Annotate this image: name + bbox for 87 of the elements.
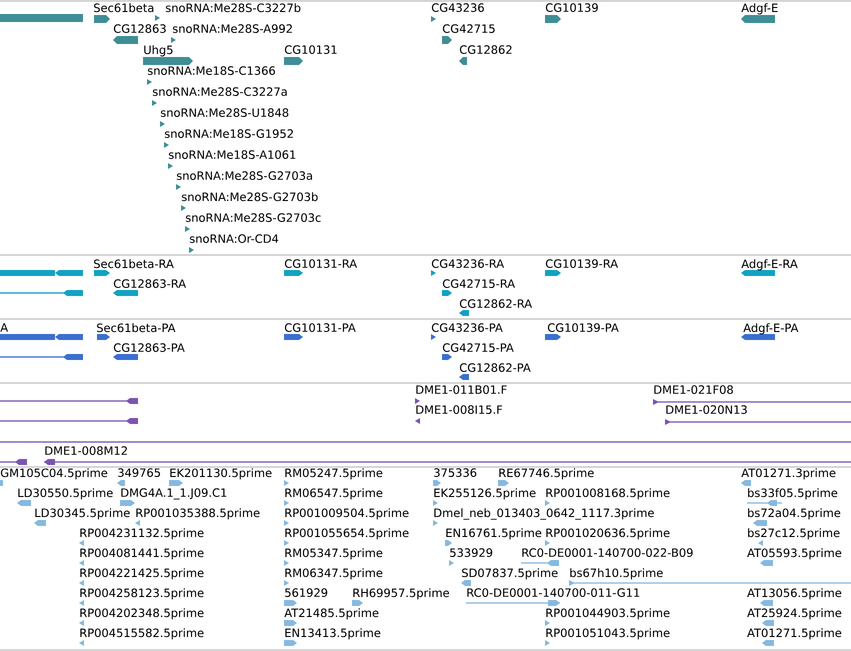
feature-label: EK255126.5prime bbox=[434, 488, 536, 500]
feature-label: 375336 bbox=[434, 468, 476, 477]
feature-label: A bbox=[0, 323, 8, 332]
feature-label: RM05347.5prime bbox=[285, 548, 382, 560]
feature-label: RP001008168.5prime bbox=[546, 488, 670, 500]
feature-label: CG10139-RA bbox=[546, 259, 618, 268]
feature-label: RM06547.5prime bbox=[285, 488, 382, 500]
feature-label: Uhg5 bbox=[144, 45, 172, 56]
feature-label: snoRNA:Me28S-C3227a bbox=[152, 87, 287, 96]
feature-label: CG12862 bbox=[460, 45, 512, 54]
feature-label: Sec61beta bbox=[94, 3, 154, 12]
feature-label: CG43236-RA bbox=[432, 259, 504, 268]
feature-label: Adgf-E-RA bbox=[741, 259, 798, 270]
feature-label: CG42715-RA bbox=[442, 279, 515, 288]
feature-label: LD30550.5prime bbox=[18, 488, 113, 500]
feature-label: CG10131 bbox=[284, 45, 337, 54]
feature-label: GM105C04.5prime bbox=[0, 468, 108, 480]
feature-label: snoRNA:Or-CD4 bbox=[190, 234, 278, 243]
feature-label: 349765 bbox=[118, 468, 160, 477]
feature-label: EN16761.5prime bbox=[446, 528, 542, 540]
feature-label: snoRNA:Me28S-G2703a bbox=[176, 171, 312, 180]
feature-label: RP004515582.5prime bbox=[80, 628, 204, 640]
feature-label: Adgf-E-PA bbox=[743, 323, 798, 334]
feature-label: snoRNA:Me18S-C1366 bbox=[148, 66, 275, 75]
feature-label: AT25924.5prime bbox=[747, 608, 842, 620]
feature-label: bs27c12.5prime bbox=[748, 528, 840, 540]
feature-label: Sec61beta-RA bbox=[94, 259, 174, 268]
feature-label: CG42715-PA bbox=[442, 343, 514, 352]
feature-label: RP004081441.5prime bbox=[80, 548, 204, 560]
feature-label: DME1-008M12 bbox=[45, 446, 127, 455]
feature-label: CG10139 bbox=[546, 3, 598, 12]
feature-label: CG43236-PA bbox=[432, 323, 503, 332]
feature-label: CG42715 bbox=[442, 24, 495, 33]
feature-label: RP004202348.5prime bbox=[80, 608, 204, 620]
feature-label: Adgf-E bbox=[741, 3, 778, 14]
feature-label: bs33f05.5prime bbox=[748, 488, 838, 500]
feature-label: LD30345.5prime bbox=[35, 508, 130, 520]
feature-label: CG12862-PA bbox=[460, 363, 531, 372]
feature-label: CG10131-RA bbox=[284, 259, 357, 268]
feature-label: RC0-DE0001-140700-022-B09 bbox=[522, 548, 693, 557]
feature-label: RP001020636.5prime bbox=[546, 528, 670, 540]
feature-label: RP004221425.5prime bbox=[80, 568, 204, 580]
feature-label: AT13056.5prime bbox=[747, 588, 842, 600]
feature-label: snoRNA:Me28S-G2703c bbox=[186, 213, 321, 222]
feature-label: snoRNA:Me28S-C3227b bbox=[166, 3, 300, 12]
feature-label: CG12863-PA bbox=[114, 343, 185, 352]
feature-label: RH69957.5prime bbox=[353, 588, 450, 600]
feature-label: RP001051043.5prime bbox=[546, 628, 670, 640]
feature-label: AT01271.5prime bbox=[747, 628, 842, 640]
feature-label: RP001035388.5prime bbox=[136, 508, 260, 520]
feature-label: DME1-021F08 bbox=[654, 385, 733, 394]
feature-label: DME1-011B01.F bbox=[416, 385, 507, 394]
feature-label: SD07837.5prime bbox=[462, 568, 558, 580]
feature-label: AT05593.5prime bbox=[747, 548, 842, 560]
feature-label: Dmel_neb_013403_0642_1117.3prime bbox=[434, 508, 654, 520]
feature-label: bs72a04.5prime bbox=[748, 508, 840, 520]
feature-label: CG10139-PA bbox=[548, 323, 619, 332]
feature-label: CG12862-RA bbox=[460, 299, 532, 308]
feature-label: RP001009504.5prime bbox=[285, 508, 409, 520]
feature-label: snoRNA:Me18S-A1061 bbox=[168, 150, 296, 159]
feature-label: DMG4A.1_1.J09.C1 bbox=[121, 488, 226, 500]
feature-label: CG12863 bbox=[114, 24, 166, 33]
feature-label: bs67h10.5prime bbox=[570, 568, 663, 580]
feature-label: RP004258123.5prime bbox=[80, 588, 204, 600]
feature-label: CG12863-RA bbox=[114, 279, 186, 288]
feature-label: snoRNA:Me28S-A992 bbox=[172, 24, 292, 33]
feature-label: snoRNA:Me28S-U1848 bbox=[160, 108, 288, 117]
feature-label: AT21485.5prime bbox=[284, 608, 378, 620]
feature-label: snoRNA:Me18S-G1952 bbox=[164, 129, 293, 138]
feature-label: EN13413.5prime bbox=[285, 628, 380, 640]
feature-label: RM05247.5prime bbox=[285, 468, 382, 480]
feature-label: RP001055654.5prime bbox=[285, 528, 409, 540]
feature-label: RE67746.5prime bbox=[499, 468, 594, 480]
feature-label: DME1-020N13 bbox=[666, 405, 747, 414]
feature-label: DME1-008I15.F bbox=[416, 405, 502, 414]
feature-label: AT01271.3prime bbox=[741, 468, 836, 480]
feature-label: RM06347.5prime bbox=[285, 568, 382, 580]
feature-label: EK201130.5prime bbox=[170, 468, 272, 480]
feature-label: 533929 bbox=[450, 548, 492, 557]
feature-label: Sec61beta-PA bbox=[97, 323, 176, 332]
feature-label: RC0-DE0001-140700-011-G11 bbox=[467, 588, 640, 597]
feature-label: RP001044903.5prime bbox=[546, 608, 670, 620]
feature-label: CG10131-PA bbox=[284, 323, 356, 332]
feature-label: 561929 bbox=[285, 588, 328, 597]
feature-label: RP004231132.5prime bbox=[80, 528, 204, 540]
feature-label: CG43236 bbox=[432, 3, 484, 12]
feature-label: snoRNA:Me28S-G2703b bbox=[182, 192, 318, 202]
